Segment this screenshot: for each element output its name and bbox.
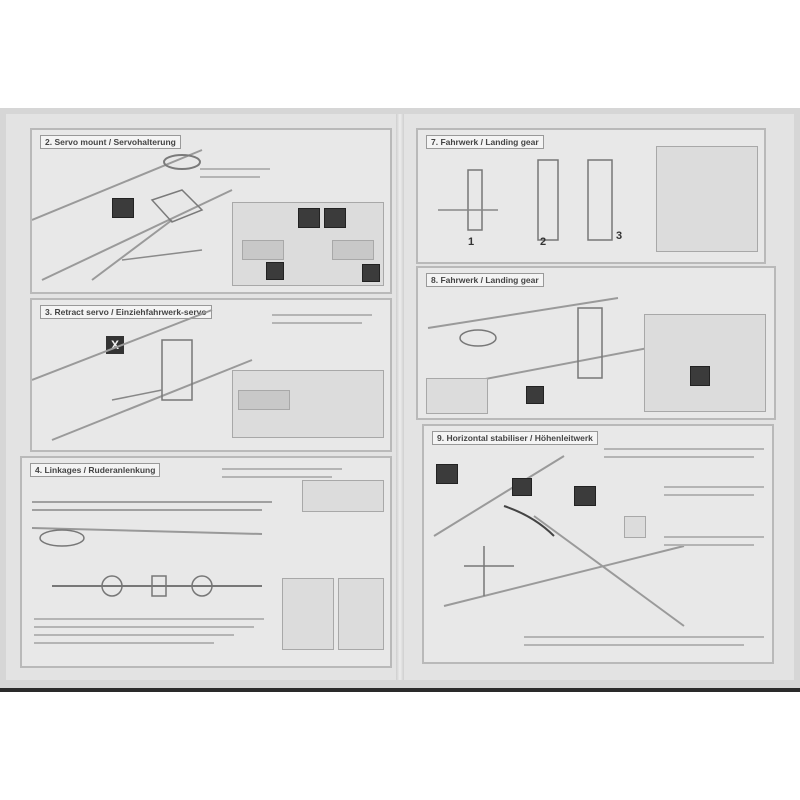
part-box — [624, 516, 646, 538]
text-line — [200, 168, 270, 170]
servo-photo-icon — [266, 262, 284, 280]
text-line — [664, 544, 754, 546]
section-servo-mount: 2. Servo mount / Servohalterung — [30, 128, 392, 294]
gear-sketch — [438, 159, 613, 241]
stabiliser-photo-icon — [436, 464, 458, 484]
section-title: 3. Retract servo / Einziehfahrwerk-servo — [40, 305, 212, 319]
section-horizontal-stabiliser: 9. Horizontal stabiliser / Höhenleitwerk — [422, 424, 774, 664]
retract-sketch — [32, 309, 253, 441]
text-line — [604, 448, 764, 450]
step-number: 2 — [540, 236, 547, 248]
manual-sheet: 2. Servo mount / Servohalterung 3. Retra… — [0, 108, 800, 692]
text-line — [524, 636, 764, 638]
detail-box — [644, 314, 766, 412]
note-box — [302, 480, 384, 512]
text-line — [524, 644, 744, 646]
stabiliser-photo-icon — [512, 478, 532, 496]
text-line — [34, 618, 264, 620]
text-line — [200, 176, 260, 178]
servo-photo-icon — [112, 198, 134, 218]
left-page: 2. Servo mount / Servohalterung 3. Retra… — [6, 114, 396, 680]
text-line — [34, 634, 234, 636]
section-landing-gear-1: 7. Fahrwerk / Landing gear 1 2 3 — [416, 128, 766, 264]
text-line — [664, 486, 764, 488]
section-title: 8. Fahrwerk / Landing gear — [426, 273, 544, 287]
detail-box — [282, 578, 334, 650]
right-page: 7. Fahrwerk / Landing gear 1 2 3 8. Fahr… — [404, 114, 794, 680]
gear-photo-icon — [526, 386, 544, 404]
page-gutter — [396, 114, 404, 680]
servo-photo-icon — [362, 264, 380, 282]
detail-box — [338, 578, 384, 650]
part-box — [332, 240, 374, 260]
note-box — [426, 378, 488, 414]
text-line — [272, 322, 362, 324]
section-title: 2. Servo mount / Servohalterung — [40, 135, 181, 149]
text-line — [34, 642, 214, 644]
section-retract-servo: 3. Retract servo / Einziehfahrwerk-servo… — [30, 298, 392, 452]
part-box — [238, 390, 290, 410]
step-number: 1 — [468, 236, 475, 248]
text-line — [272, 314, 372, 316]
section-linkages: 4. Linkages / Ruderanlenkung — [20, 456, 392, 668]
gear-photo-icon — [690, 366, 710, 386]
text-line — [664, 494, 754, 496]
text-line — [34, 626, 254, 628]
section-title: 7. Fahrwerk / Landing gear — [426, 135, 544, 149]
stabiliser-photo-icon — [574, 486, 596, 506]
linkage-sketch — [31, 501, 272, 597]
wing-sketch — [32, 149, 233, 281]
servo-photo-icon — [298, 208, 320, 228]
section-landing-gear-2: 8. Fahrwerk / Landing gear — [416, 266, 776, 420]
step-number: 3 — [616, 230, 623, 242]
text-line — [664, 536, 764, 538]
section-title: 4. Linkages / Ruderanlenkung — [30, 463, 161, 477]
section-title: 9. Horizontal stabiliser / Höhenleitwerk — [432, 431, 598, 445]
text-line — [604, 456, 754, 458]
servo-photo-icon — [324, 208, 346, 228]
text-line — [222, 468, 342, 470]
text-line — [222, 476, 332, 478]
detail-box — [656, 146, 758, 252]
stabiliser-sketch — [433, 455, 685, 627]
part-box — [242, 240, 284, 260]
